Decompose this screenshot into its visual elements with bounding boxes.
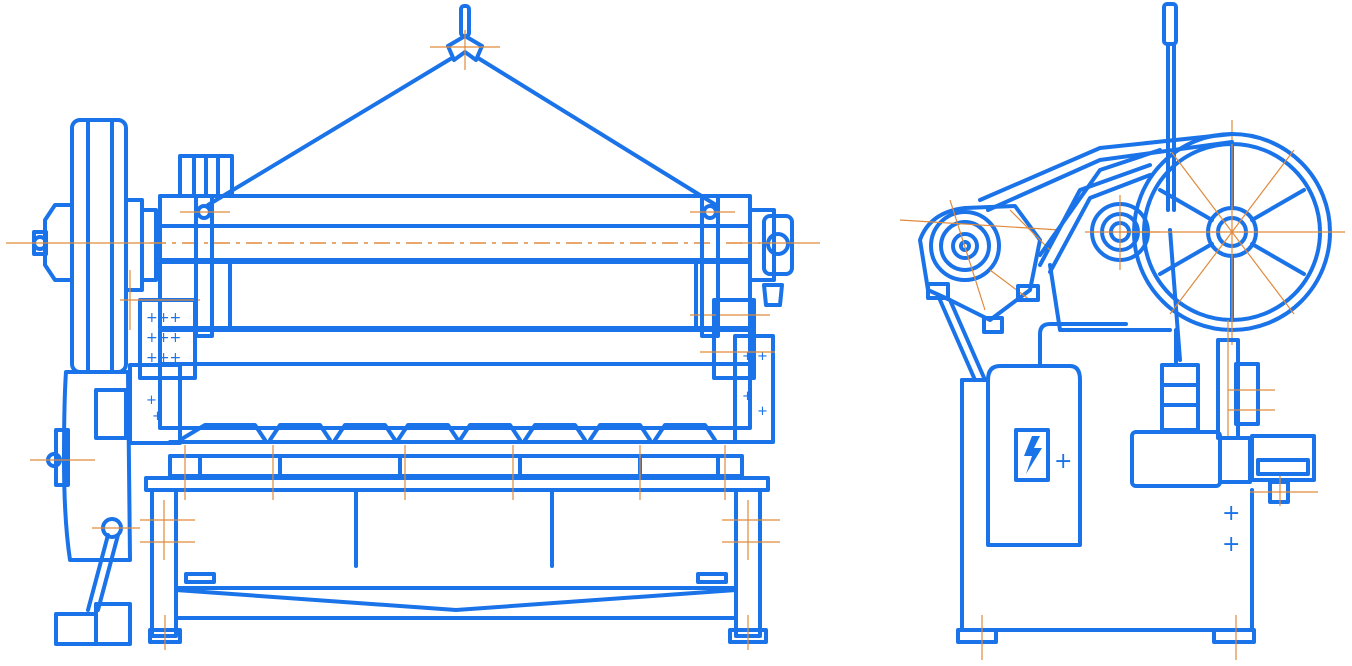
body-plus-mark-upper: +	[1222, 501, 1240, 526]
motor-housing	[30, 370, 132, 562]
top-beam	[150, 154, 760, 262]
side-body: + +	[956, 378, 1256, 660]
svg-text:+: +	[742, 349, 753, 364]
support-frame	[140, 488, 780, 650]
svg-text:+: +	[146, 393, 157, 408]
drive-belt	[978, 132, 1234, 274]
control-lever	[1162, 2, 1182, 362]
side-view: + + +	[899, 2, 1345, 660]
flywheel	[70, 118, 158, 374]
hold-down-clamps	[168, 423, 742, 444]
svg-text:+++: +++	[146, 310, 181, 326]
svg-text:+: +	[742, 389, 753, 404]
lower-beam: + + + + + +	[128, 328, 775, 445]
left-bolt-plate: +++ +++ +++	[146, 310, 181, 366]
lightning-bolt-icon	[1024, 436, 1042, 474]
svg-text:+: +	[152, 409, 163, 424]
side-frame-arm	[1038, 148, 1172, 332]
electrical-cabinet: +	[986, 322, 1128, 547]
motor-bracket	[938, 298, 987, 382]
foot-pedal-linkage	[54, 517, 140, 646]
right-shaft-end	[740, 208, 820, 307]
ram-beam	[120, 260, 770, 380]
lifting-hook	[430, 4, 500, 70]
pump-motor	[1130, 430, 1318, 506]
svg-text:+: +	[757, 349, 768, 364]
drive-motor	[899, 199, 1061, 334]
idler-pulley	[1085, 195, 1160, 270]
guide-columns	[180, 194, 735, 338]
front-view: +++ +++ +++ + + + + + +	[6, 4, 820, 650]
cabinet-plus-mark: +	[1054, 449, 1072, 474]
left-shaft-hub	[6, 203, 150, 282]
body-plus-mark-lower: +	[1222, 532, 1240, 557]
svg-text:+: +	[757, 404, 768, 419]
work-table	[144, 445, 770, 500]
svg-text:+++: +++	[146, 330, 181, 346]
lifting-slings	[206, 56, 718, 207]
